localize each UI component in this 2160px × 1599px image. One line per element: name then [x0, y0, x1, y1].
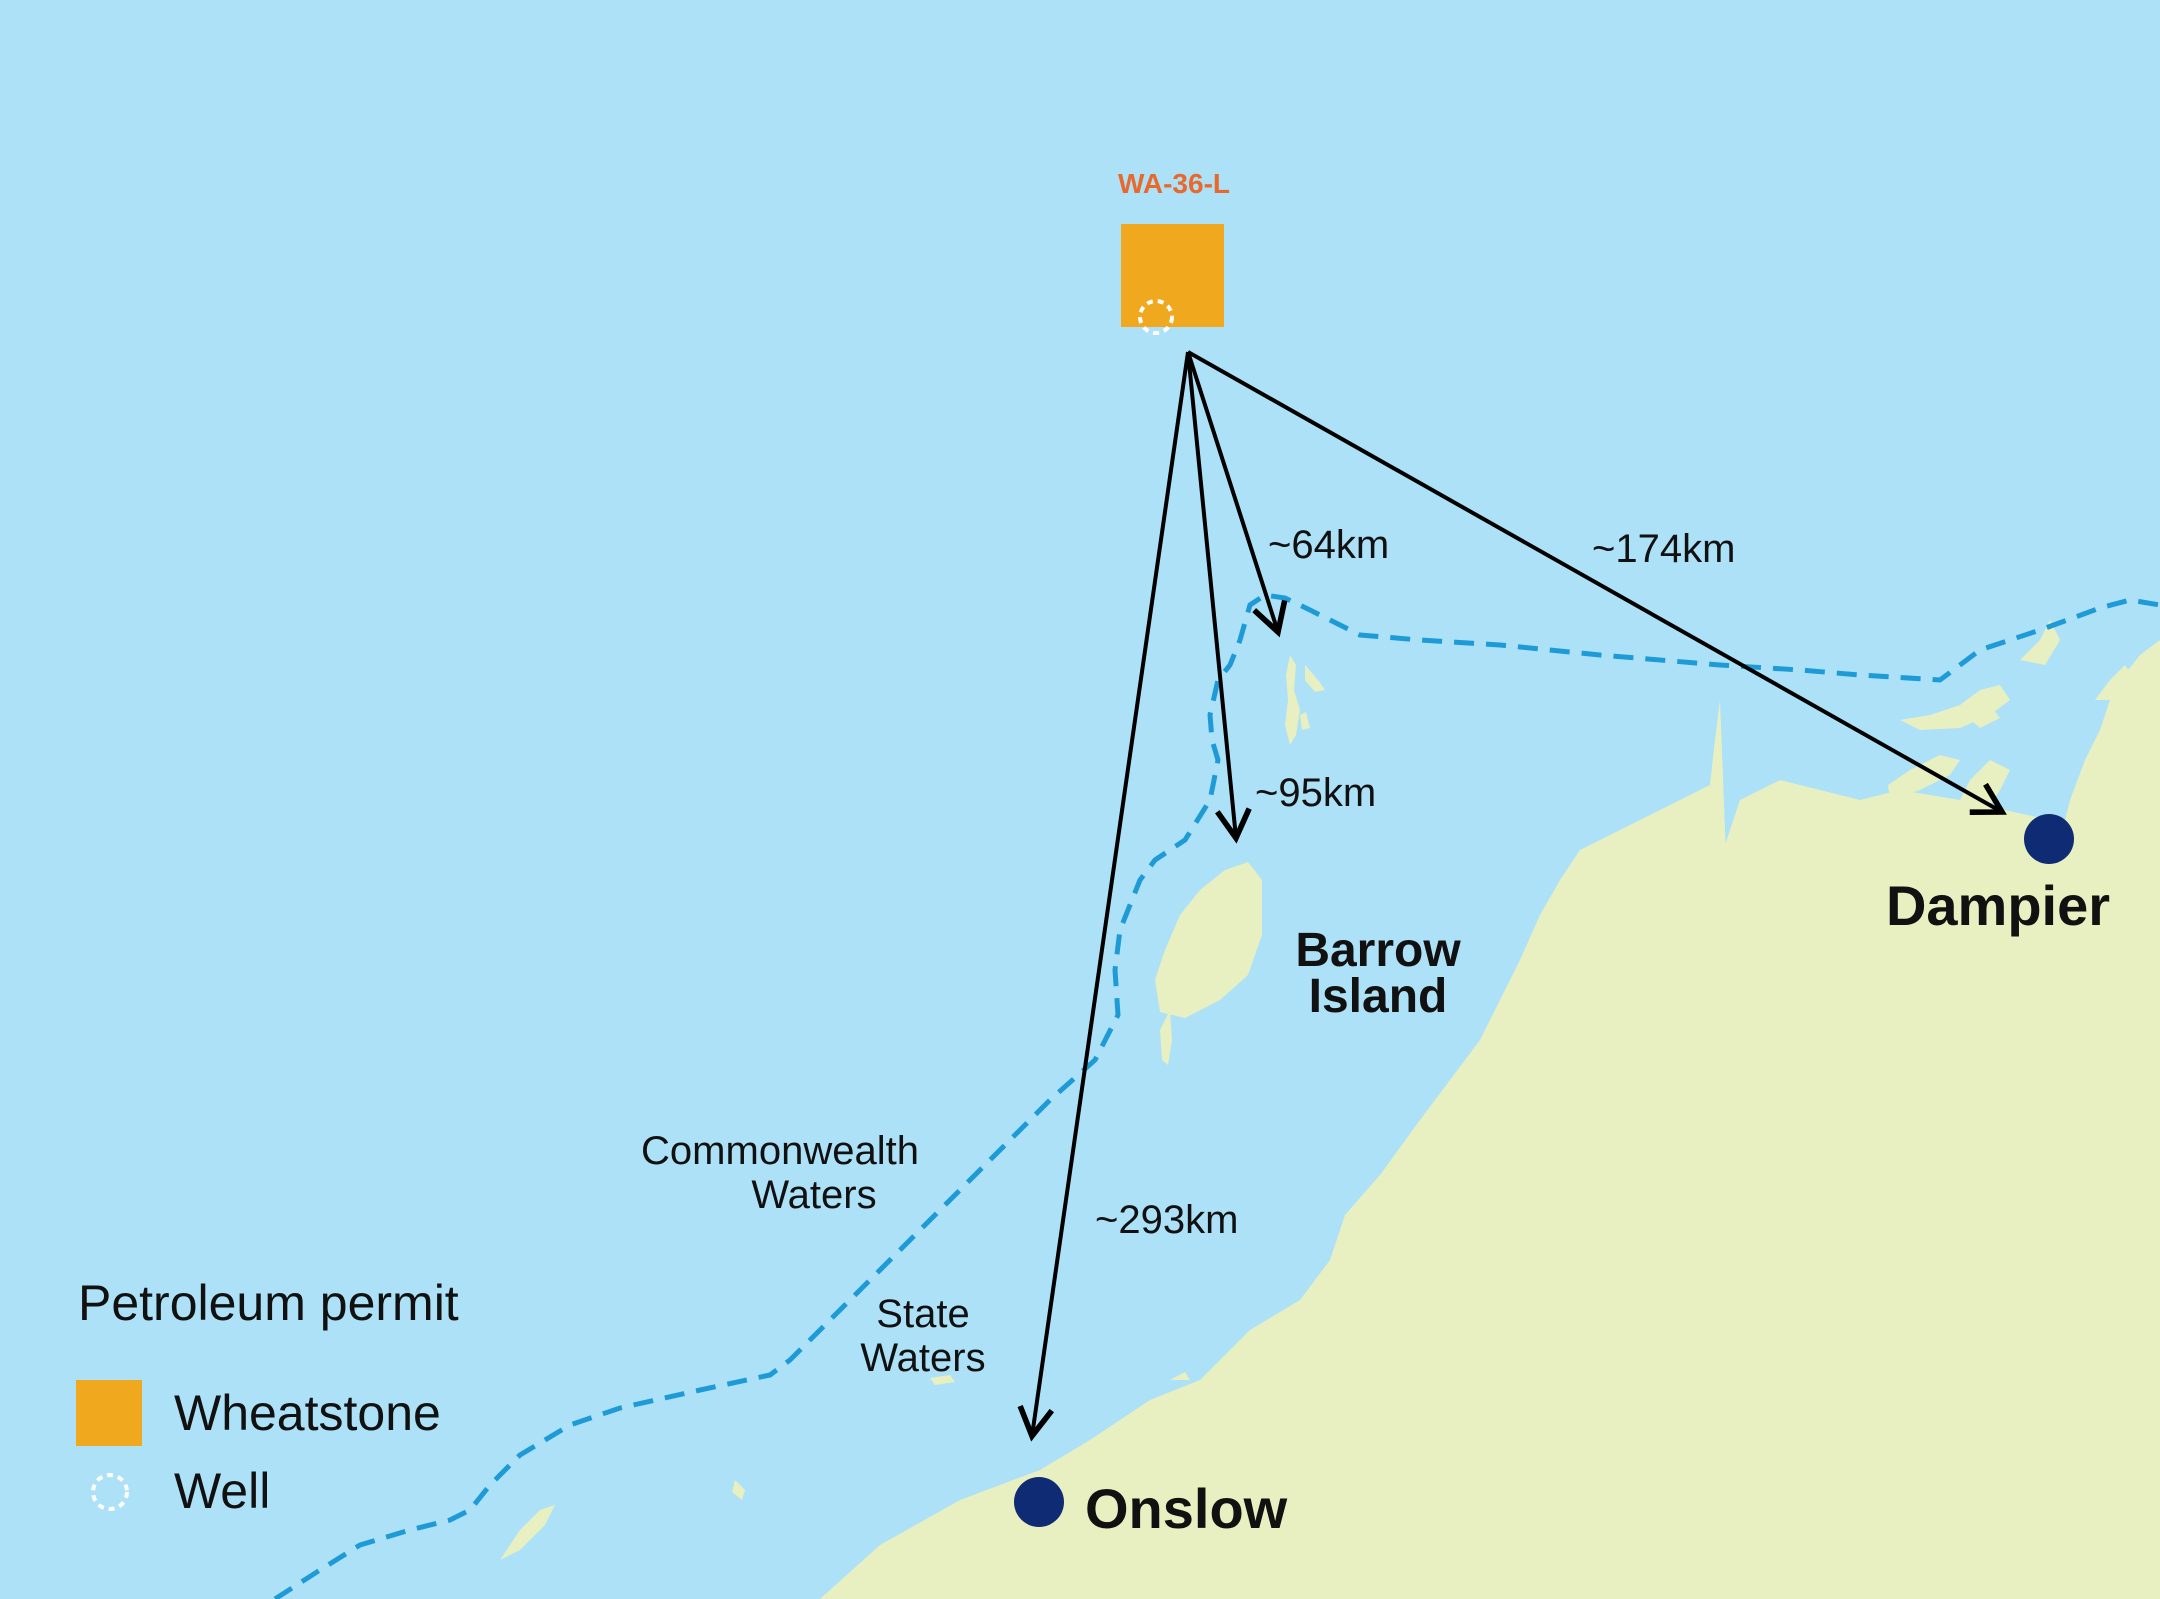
barrow-island	[1155, 862, 1262, 1018]
legend-item-wheatstone: Wheatstone	[174, 1385, 441, 1441]
dampier-label: Dampier	[1886, 874, 2110, 937]
dampier-island-2	[1888, 755, 1960, 800]
barrow-island-label-2: Island	[1309, 970, 1448, 1023]
arrow-to-montebello	[1186, 351, 1288, 638]
well-icon	[1138, 299, 1174, 335]
dampier-island-6	[2095, 665, 2135, 700]
distance-label-64: ~64km	[1268, 523, 1389, 567]
islet-e	[1510, 1025, 1522, 1038]
commonwealth-waters-label-1: Commonwealth	[641, 1129, 919, 1173]
islet-a	[500, 1505, 555, 1560]
onslow-marker[interactable]	[1014, 1477, 1064, 1527]
state-waters-label-2: Waters	[860, 1336, 985, 1380]
legend-title: Petroleum permit	[78, 1275, 459, 1331]
distance-label-95: ~95km	[1255, 771, 1376, 815]
mainland	[820, 700, 2160, 1599]
legend-well-icon	[91, 1473, 129, 1511]
islet-c	[930, 1375, 955, 1385]
montebello-islets	[1285, 655, 1325, 745]
legend-permit-swatch	[76, 1380, 142, 1446]
distance-label-174: ~174km	[1592, 527, 1735, 571]
commonwealth-waters-label-2: Waters	[751, 1173, 876, 1217]
islet-b	[732, 1480, 745, 1500]
islet-f	[1490, 1055, 1500, 1068]
dampier-island-4	[2020, 620, 2060, 665]
permit-block[interactable]	[1121, 224, 1224, 327]
dampier-island-5	[1965, 705, 2000, 728]
dampier-island-7	[2115, 690, 2155, 735]
islet-d	[1170, 1372, 1190, 1380]
arrow-to-dampier	[1187, 350, 2007, 815]
waters-boundary	[273, 592, 2160, 1599]
legend: Petroleum permit Wheatstone Well	[76, 1275, 459, 1519]
legend-item-well: Well	[174, 1463, 270, 1519]
arrow-to-barrow	[1186, 351, 1252, 844]
permit-label: WA-36-L	[1118, 168, 1230, 199]
state-waters-label-1: State	[876, 1292, 969, 1336]
dampier-marker[interactable]	[2024, 814, 2074, 864]
dampier-peninsula	[2055, 640, 2160, 870]
barrow-south-tail	[1160, 1010, 1172, 1065]
arrow-to-onslow	[1017, 351, 1190, 1442]
dampier-island-3	[1900, 685, 2010, 730]
barrow-island-label-1: Barrow	[1295, 924, 1461, 977]
onslow-label: Onslow	[1085, 1477, 1288, 1540]
distance-label-293: ~293km	[1095, 1198, 1238, 1242]
